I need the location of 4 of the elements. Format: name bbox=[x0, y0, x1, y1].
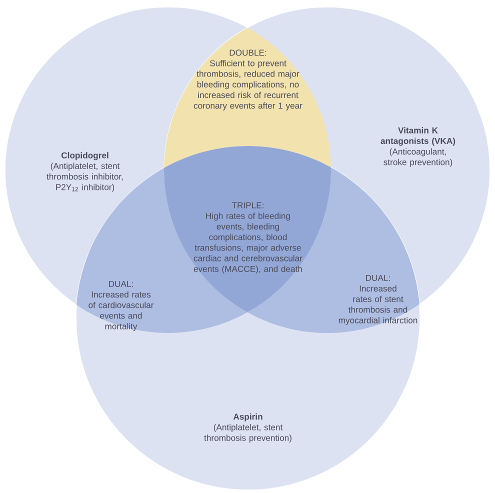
node-label: (Antiplatelet, stent thrombosis prevention) bbox=[204, 424, 292, 443]
node-label: Aspirin bbox=[233, 413, 262, 422]
overlap-region: DOUBLE: Sufficient to prevent thrombosis, reduced major bleeding complications, no increased risk of recurrent coronary events after 1 year bbox=[164, 28, 331, 168]
overlap-region: TRIPLE: High rates of bleeding events, bleeding complications, blood transfusions, major adverse cardiac and cerebrovascular events (MACCE), and death bbox=[164, 146, 331, 312]
